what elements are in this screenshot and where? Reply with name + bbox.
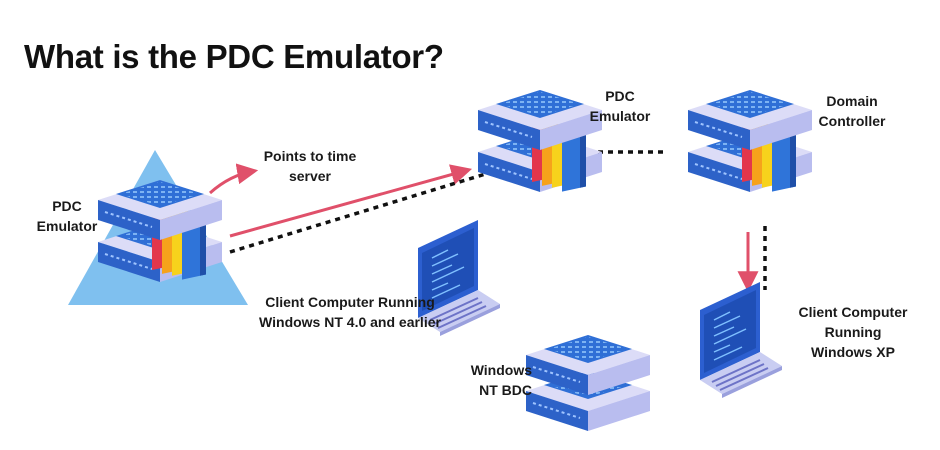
label-line: Windows: [470, 362, 532, 378]
points-to-time-server-label: Points to time server: [248, 146, 372, 186]
label-line: server: [288, 168, 332, 184]
label-line: PDC: [52, 198, 82, 214]
windows-nt-bdc-server: [525, 334, 651, 432]
domain-controller-label: Domain Controller: [812, 91, 892, 131]
label-line: Emulator: [36, 218, 98, 234]
time-server-arrow: [208, 163, 259, 195]
label-line: Running: [824, 324, 882, 340]
label-line: Emulator: [589, 108, 651, 124]
label-line: Domain: [826, 93, 878, 109]
label-line: Points to time: [263, 148, 357, 164]
pdc-emulator-left-label: PDC Emulator: [24, 196, 110, 236]
label-line: Client Computer: [798, 304, 908, 320]
label-line: Windows XP: [811, 344, 895, 360]
domain-controller-server: [687, 89, 813, 193]
windows-nt-bdc-label: Windows NT BDC: [452, 360, 532, 400]
client-xp-label: Client Computer Running Windows XP: [790, 302, 916, 362]
client-nt4-label: Client Computer Running Windows NT 4.0 a…: [250, 292, 450, 332]
label-line: Controller: [818, 113, 886, 129]
client-xp-laptop: [699, 281, 783, 399]
label-line: Windows NT 4.0 and earlier: [259, 314, 441, 330]
pdc-sync-arrow: [229, 164, 473, 238]
label-line: NT BDC: [479, 382, 532, 398]
label-line: Client Computer Running: [265, 294, 435, 310]
pdc-emulator-center-label: PDC Emulator: [582, 86, 658, 126]
label-line: PDC: [605, 88, 635, 104]
page-title: What is the PDC Emulator?: [24, 38, 444, 75]
